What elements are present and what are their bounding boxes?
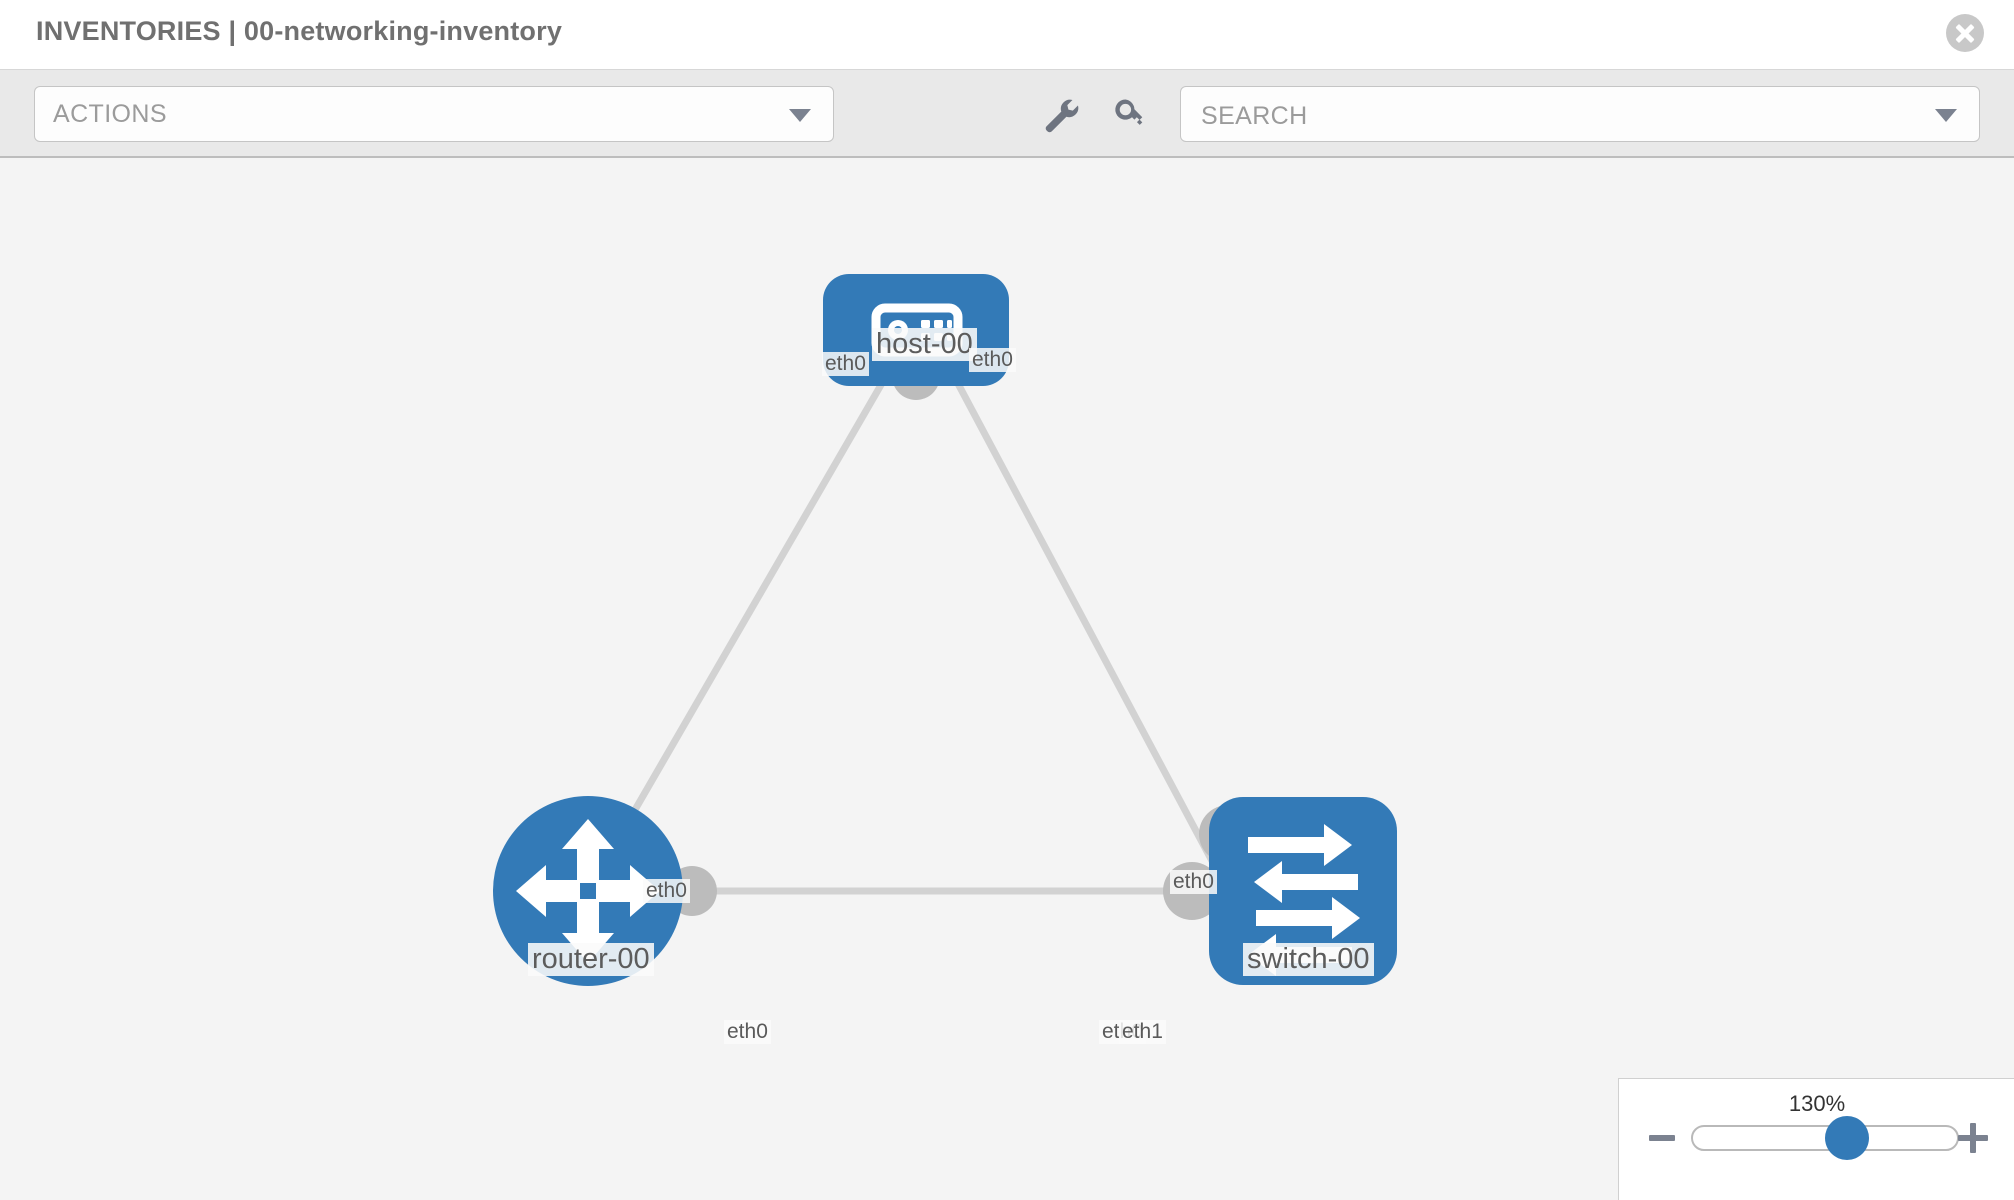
- key-icon[interactable]: [1108, 94, 1152, 138]
- wrench-icon[interactable]: [1040, 94, 1084, 138]
- topology-canvas[interactable]: host-00 router-00 switch-00 eth0 eth0 et…: [0, 158, 2014, 1200]
- zoom-slider-thumb[interactable]: [1825, 1116, 1870, 1160]
- node-label-host-00[interactable]: host-00: [872, 328, 977, 361]
- actions-dropdown-label: ACTIONS: [53, 100, 167, 128]
- close-icon[interactable]: [1946, 14, 1984, 52]
- zoom-slider-track[interactable]: [1691, 1125, 1959, 1151]
- node-label-switch-00[interactable]: switch-00: [1243, 943, 1374, 976]
- plus-icon[interactable]: [1958, 1123, 1988, 1153]
- link-host00-router00[interactable]: [584, 376, 889, 893]
- topology-links: [584, 376, 1232, 895]
- node-router-00[interactable]: [493, 796, 683, 986]
- search-box[interactable]: [1180, 86, 1980, 142]
- iface-label-host00-eth0-left[interactable]: eth0: [822, 352, 869, 376]
- chevron-down-icon: [789, 109, 811, 122]
- zoom-control-panel: 130%: [1618, 1078, 2014, 1200]
- actions-dropdown[interactable]: ACTIONS: [34, 86, 834, 142]
- iface-label-router00-eth0-right[interactable]: eth0: [724, 1020, 771, 1044]
- chevron-down-icon[interactable]: [1935, 109, 1957, 122]
- link-host00-switch00[interactable]: [951, 376, 1232, 893]
- minus-icon[interactable]: [1649, 1135, 1675, 1141]
- topology-ports: [667, 352, 1257, 920]
- iface-label-router00-eth0-up[interactable]: eth0: [643, 879, 690, 903]
- zoom-level-value: 130%: [1788, 1091, 1846, 1116]
- iface-label-switch00-eth1-left[interactable]: eth1: [1119, 1020, 1166, 1044]
- toolbar: ACTIONS: [0, 70, 2014, 158]
- iface-label-host00-eth0-right[interactable]: eth0: [969, 348, 1016, 372]
- node-label-router-00[interactable]: router-00: [528, 943, 654, 976]
- node-switch-00[interactable]: [1209, 797, 1397, 985]
- iface-label-switch00-eth0-up[interactable]: eth0: [1170, 870, 1217, 894]
- search-input[interactable]: [1199, 99, 1903, 133]
- page-title: INVENTORIES | 00-networking-inventory: [36, 16, 563, 46]
- topology-graph: [493, 274, 1397, 986]
- page-header: INVENTORIES | 00-networking-inventory: [0, 0, 2014, 70]
